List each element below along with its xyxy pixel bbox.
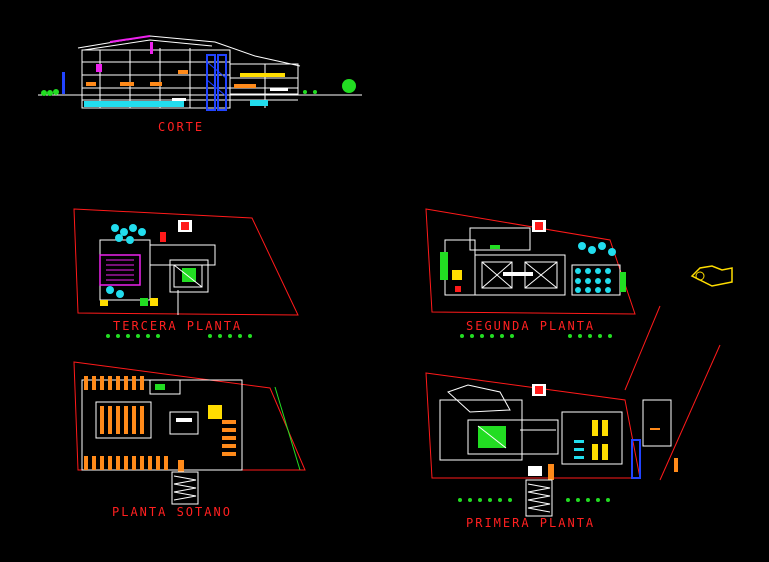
third-floor-label: TERCERA PLANTA (113, 319, 242, 333)
first-floor-plan (425, 305, 721, 517)
second-floor-plan (425, 208, 636, 338)
first-floor-label: PRIMERA PLANTA (466, 516, 595, 530)
third-floor-plan (73, 208, 299, 338)
basement-label: PLANTA SOTANO (112, 505, 232, 519)
section-drawing (38, 35, 362, 111)
basement-plan (73, 361, 306, 505)
site-key (690, 265, 733, 287)
second-floor-label: SEGUNDA PLANTA (466, 319, 595, 333)
section-label: CORTE (158, 120, 204, 134)
